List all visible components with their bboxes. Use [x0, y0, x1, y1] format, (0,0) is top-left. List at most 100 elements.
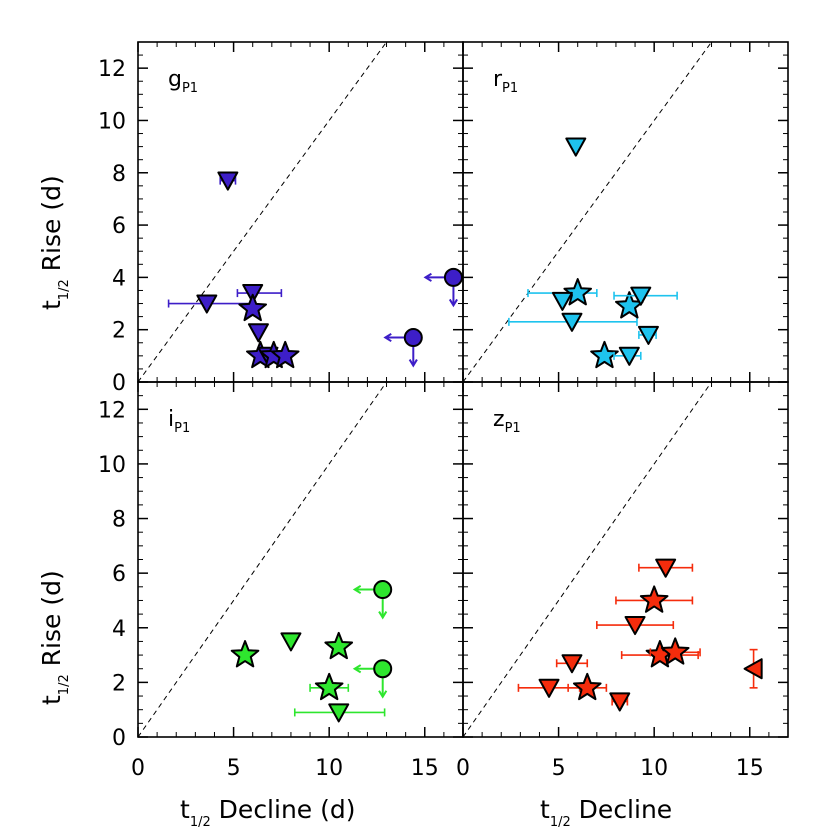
circle-marker [443, 267, 463, 287]
y-tick-label: 6 [112, 214, 126, 239]
data-point-triangle-down [247, 323, 269, 343]
x-label-left-sub: 1/2 [190, 815, 211, 830]
axis-labels-group: t1/2 Rise (d) t1/2 Rise (d) t1/2 Decline… [37, 175, 672, 830]
y-tick-label: 0 [112, 726, 126, 751]
y-tick-label: 4 [112, 617, 126, 642]
data-point-triangle-down [236, 284, 283, 304]
triangle-down-marker [247, 323, 269, 343]
y-label-bottom-sub: 1/2 [57, 674, 72, 695]
data-point-circle [352, 580, 393, 620]
data-point-triangle-down [638, 558, 694, 578]
circle-marker [403, 328, 423, 348]
data-point-star [590, 340, 619, 369]
y-label-bottom-rest: Rise (d) [37, 570, 66, 674]
panel-label-sub: P1 [182, 81, 198, 96]
y-label-top-rest: Rise (d) [37, 175, 66, 279]
y-axis-label-bottom: t1/2 Rise (d) [37, 570, 72, 705]
star-marker [590, 340, 619, 369]
y-tick-label: 10 [98, 453, 126, 478]
triangle-down-marker [609, 692, 631, 712]
triangle-down-marker [561, 654, 583, 674]
star-marker [572, 672, 602, 701]
upper-limit-x-arrow-head [352, 664, 362, 674]
y-label-bottom-main: t [37, 695, 66, 705]
panel-label-main: i [168, 407, 174, 432]
upper-limit-y-arrow-head [408, 359, 418, 368]
star-marker [270, 340, 300, 369]
panel-label-rP1: rP1 [493, 67, 518, 96]
upper-limit-y-arrow-head [378, 690, 388, 699]
data-point-star [324, 631, 354, 660]
panel-frame-zP1 [462, 381, 789, 738]
triangle-down-marker [328, 703, 350, 723]
star-marker [238, 293, 268, 322]
x-axis-label-left: t1/2 Decline (d) [180, 795, 356, 830]
ticks-rP1 [462, 41, 789, 383]
panel-label-zP1: zP1 [493, 407, 521, 436]
triangle-down-marker [196, 294, 218, 314]
triangle-down-marker [624, 615, 646, 636]
triangle-down-marker [637, 325, 659, 345]
star-marker [639, 585, 669, 613]
star-marker [314, 672, 344, 701]
x-tick-label: 5 [227, 756, 241, 781]
x-tick-label: 0 [456, 756, 470, 781]
triangle-down-marker [630, 286, 652, 306]
star-marker [660, 637, 690, 665]
data-point-triangle-left [743, 648, 763, 689]
x-tick-label: 10 [315, 756, 343, 781]
x-tick-label: 0 [131, 756, 145, 781]
y-tick-label: 12 [98, 398, 126, 423]
y-axis-label-top: t1/2 Rise (d) [37, 175, 72, 310]
panel-label-gP1: gP1 [168, 67, 198, 96]
triangle-down-marker [618, 346, 640, 366]
y-label-top-sub: 1/2 [57, 279, 72, 300]
circle-marker [373, 580, 393, 600]
data-point-star [620, 640, 699, 668]
data-point-circle [383, 328, 423, 368]
data-point-triangle-down [551, 291, 573, 311]
data-point-triangle-down [637, 325, 659, 345]
y-tick-label: 8 [112, 162, 126, 187]
triangle-down-marker [217, 171, 239, 191]
triangle-down-marker [280, 632, 302, 652]
data-point-circle [423, 267, 463, 308]
y-tick-label: 8 [112, 508, 126, 533]
x-label-right-sub: 1/2 [550, 815, 571, 830]
panel-label-iP1: iP1 [168, 407, 190, 436]
x-tick-label: 10 [640, 756, 668, 781]
data-point-triangle-down [609, 692, 631, 712]
upper-limit-x-arrow-head [383, 333, 392, 343]
y-tick-label: 0 [112, 371, 126, 396]
panel-label-sub: P1 [505, 421, 521, 436]
upper-limit-x-arrow-head [423, 272, 432, 282]
ticks-iP1 [137, 381, 464, 738]
data-point-triangle-down [517, 678, 581, 698]
reference-line-zP1 [463, 382, 712, 737]
x-label-left-rest: Decline (d) [211, 795, 356, 824]
data-point-triangle-down [565, 137, 587, 157]
data-point-star [649, 637, 701, 665]
data-point-triangle-down [596, 615, 675, 636]
reference-line-iP1 [138, 382, 387, 737]
x-label-left-main: t [180, 795, 190, 824]
data-point-triangle-down [613, 286, 678, 306]
panel-label-sub: P1 [502, 81, 518, 96]
star-marker [563, 278, 593, 306]
star-marker [324, 631, 354, 660]
triangle-down-marker [242, 284, 264, 304]
x-axis-label-right: t1/2 Decline [540, 795, 672, 830]
data-point-star [270, 340, 300, 369]
data-point-star [238, 293, 268, 322]
panel-rP1: rP1 [462, 41, 789, 383]
x-label-right-rest: Decline [571, 795, 672, 824]
triangle-down-marker [538, 678, 560, 698]
data-point-triangle-down [508, 312, 638, 332]
panel-label-main: g [168, 67, 182, 92]
data-point-triangle-down [217, 171, 239, 191]
